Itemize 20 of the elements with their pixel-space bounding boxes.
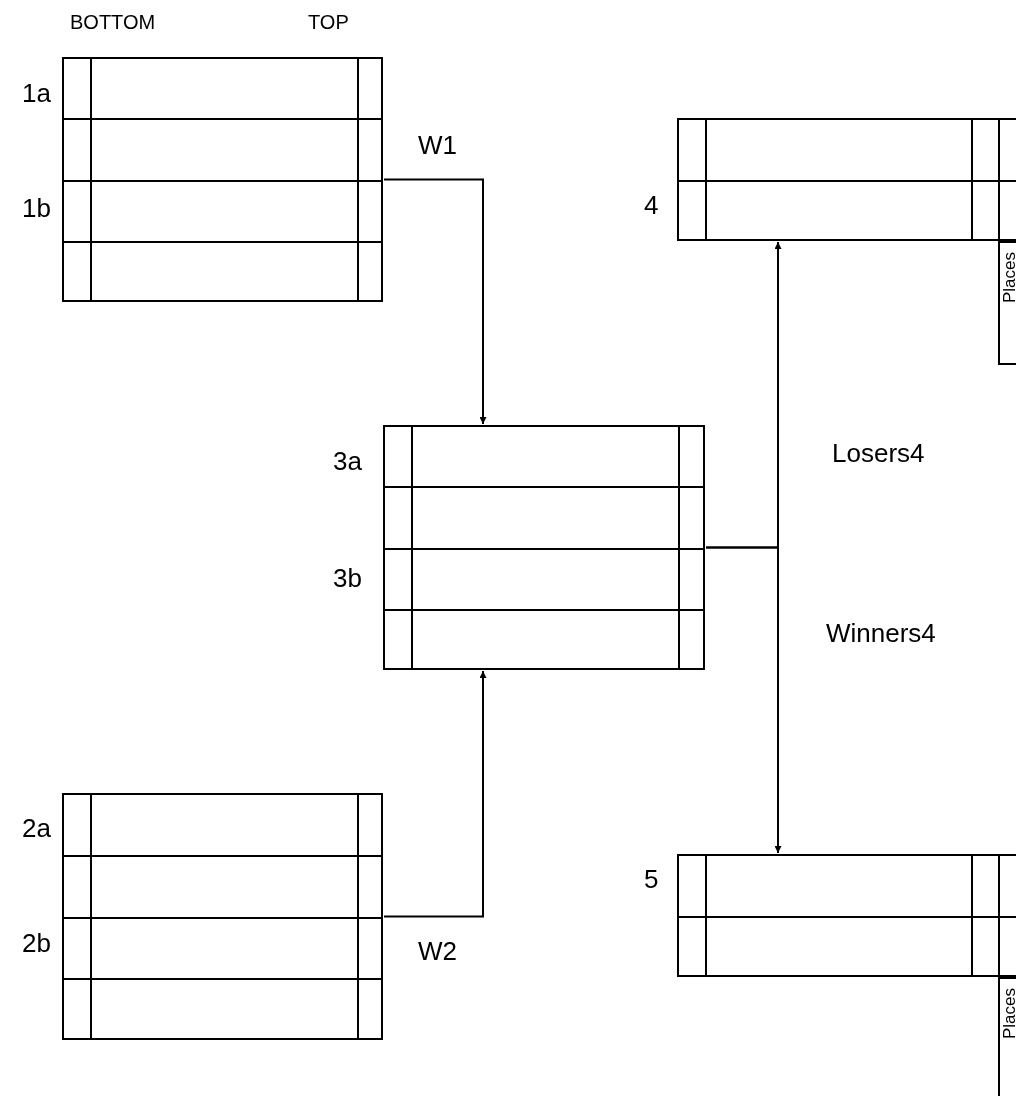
match-label: 2a [22, 815, 51, 841]
bracket-table [62, 793, 383, 1040]
connector-arrow [383, 178, 487, 425]
match-label: 4 [644, 192, 659, 218]
bracket-table [677, 854, 1016, 977]
column-heading: BOTTOM [70, 12, 156, 32]
column-label: Places [1001, 251, 1016, 303]
column-label: Places [1001, 987, 1016, 1039]
match-label: 1a [22, 80, 51, 106]
bracket-table [677, 118, 1016, 241]
column-heading: TOP [308, 12, 349, 32]
match-label: 5 [644, 866, 659, 892]
match-label: 2b [22, 930, 51, 956]
match-label: 3b [333, 565, 362, 591]
bracket-table [62, 57, 383, 302]
connector-arrow [705, 546, 782, 854]
connector-arrow [383, 670, 487, 918]
match-label: 1b [22, 195, 51, 221]
match-label: 3a [333, 448, 362, 474]
bracket-table [383, 425, 705, 670]
